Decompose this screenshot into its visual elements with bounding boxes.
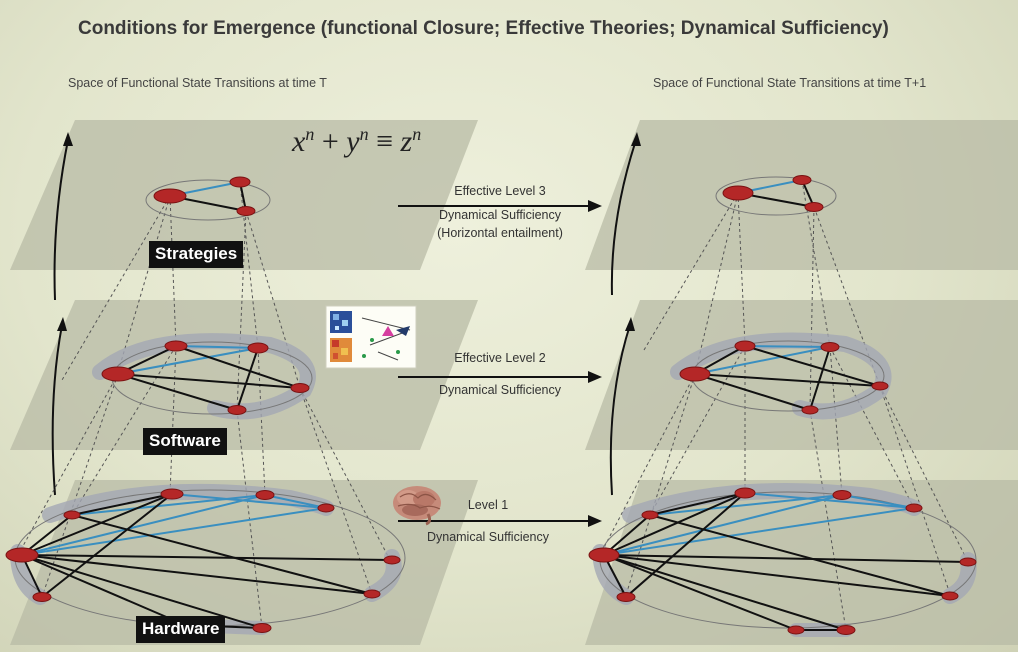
eq-exp: n bbox=[305, 124, 315, 144]
left-network bbox=[5, 176, 406, 635]
level2-arrowhead bbox=[588, 371, 602, 383]
right-lower-arrowhead bbox=[625, 317, 635, 331]
left-lower-arrowhead bbox=[57, 317, 67, 331]
node bbox=[317, 503, 335, 513]
level3-line3: (Horizontal entailment) bbox=[437, 226, 563, 240]
level3-label: Effective Level 3 Dynamical Sufficiency … bbox=[410, 182, 590, 242]
node bbox=[290, 383, 310, 393]
level3-arrowhead bbox=[588, 200, 602, 212]
plane-right-bottom bbox=[585, 480, 1018, 645]
node bbox=[804, 202, 824, 212]
left-upper-arrow bbox=[53, 139, 69, 301]
node bbox=[5, 547, 39, 563]
eq-x: x bbox=[292, 125, 306, 158]
brain-icon bbox=[393, 486, 441, 526]
eq-y: y bbox=[346, 125, 360, 158]
node bbox=[792, 175, 812, 185]
node bbox=[247, 342, 269, 354]
plane-right-mid bbox=[585, 300, 1018, 450]
node bbox=[734, 487, 756, 499]
node bbox=[641, 510, 659, 520]
left-lower-arrow bbox=[51, 324, 63, 496]
node bbox=[836, 625, 856, 635]
level-arrows bbox=[398, 200, 602, 527]
level3-name: Effective Level 3 bbox=[454, 184, 546, 198]
layer-label-software: Software bbox=[143, 428, 227, 455]
right-upper-arrow bbox=[610, 139, 637, 296]
right-panel-label: Space of Functional State Transitions at… bbox=[653, 76, 927, 90]
plane-left-top bbox=[10, 120, 478, 270]
node bbox=[229, 176, 251, 188]
node bbox=[236, 206, 256, 216]
node bbox=[588, 547, 620, 563]
node bbox=[832, 490, 852, 500]
planes bbox=[10, 120, 1018, 645]
time-arrows bbox=[51, 132, 641, 496]
node bbox=[679, 366, 711, 382]
layer-label-hardware: Hardware bbox=[136, 616, 226, 643]
node bbox=[227, 405, 247, 415]
node bbox=[616, 592, 636, 602]
level1-arrowhead bbox=[588, 515, 602, 527]
slide-title: Conditions for Emergence (functional Clo… bbox=[78, 18, 889, 39]
layer-label-strategies: Strategies bbox=[149, 241, 244, 268]
node bbox=[363, 589, 381, 599]
eq-exp: n bbox=[412, 124, 422, 144]
plane-left-bottom bbox=[10, 480, 478, 645]
node bbox=[255, 490, 275, 500]
node bbox=[734, 340, 756, 352]
right-projection-lines bbox=[599, 179, 969, 631]
node bbox=[820, 342, 840, 352]
plane-right-top bbox=[585, 120, 1018, 270]
eq-equiv: ≡ bbox=[376, 125, 393, 158]
node bbox=[787, 625, 805, 635]
node bbox=[164, 340, 188, 352]
level2-name: Effective Level 2 bbox=[454, 351, 546, 365]
eq-z: z bbox=[400, 125, 413, 158]
node bbox=[959, 557, 977, 567]
node bbox=[941, 591, 959, 601]
adjacency-matrix-icon bbox=[325, 305, 417, 369]
node bbox=[153, 188, 187, 204]
level2-label: Effective Level 2 Dynamical Sufficiency bbox=[410, 349, 590, 399]
equation: xn + yn ≡ zn bbox=[292, 124, 421, 159]
eq-plus: + bbox=[321, 125, 339, 158]
level3-line2: Dynamical Sufficiency bbox=[438, 208, 562, 222]
level2-line2: Dynamical Sufficiency bbox=[438, 383, 562, 397]
node bbox=[63, 510, 81, 520]
node bbox=[871, 381, 889, 391]
left-panel-label: Space of Functional State Transitions at… bbox=[68, 76, 327, 90]
right-lower-arrow bbox=[609, 324, 631, 496]
eq-exp: n bbox=[359, 124, 369, 144]
node bbox=[160, 488, 184, 500]
node bbox=[32, 592, 52, 602]
node bbox=[383, 555, 401, 565]
node bbox=[801, 405, 819, 415]
level1-line2: Dynamical Sufficiency bbox=[426, 530, 550, 544]
level1-name: Level 1 bbox=[467, 498, 509, 512]
node bbox=[905, 503, 923, 513]
node bbox=[722, 185, 754, 201]
right-network bbox=[588, 175, 977, 637]
right-upper-arrowhead bbox=[631, 132, 641, 146]
node bbox=[252, 623, 272, 633]
left-upper-arrowhead bbox=[63, 132, 73, 146]
node bbox=[101, 366, 135, 382]
level1-label: Level 1 Dynamical Sufficiency bbox=[398, 496, 578, 546]
